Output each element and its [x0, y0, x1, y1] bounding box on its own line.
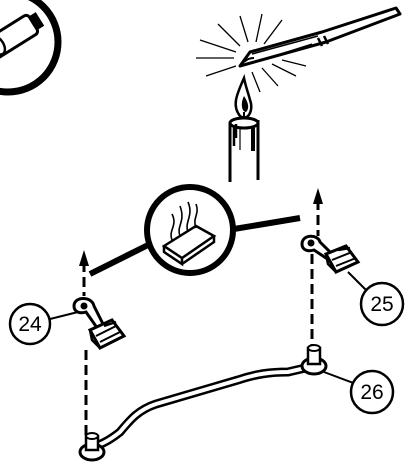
callout-25: 25: [347, 271, 405, 327]
callout-26-label: 26: [360, 381, 383, 404]
candle-flame-icon: [228, 73, 260, 182]
hot-plate-inset-icon: [88, 184, 301, 277]
part-24-clip: [72, 297, 127, 350]
part-26-rod: [78, 344, 328, 462]
callout-26: 26: [323, 369, 395, 415]
callout-24: 24: [8, 302, 79, 346]
part-25-clip: [300, 234, 361, 274]
heated-blade-icon: [196, 6, 402, 93]
callout-25-label: 25: [370, 293, 393, 316]
up-arrow-icon: [79, 188, 323, 436]
tube-inset-icon: [0, 0, 62, 96]
callout-24-label: 24: [18, 313, 42, 336]
